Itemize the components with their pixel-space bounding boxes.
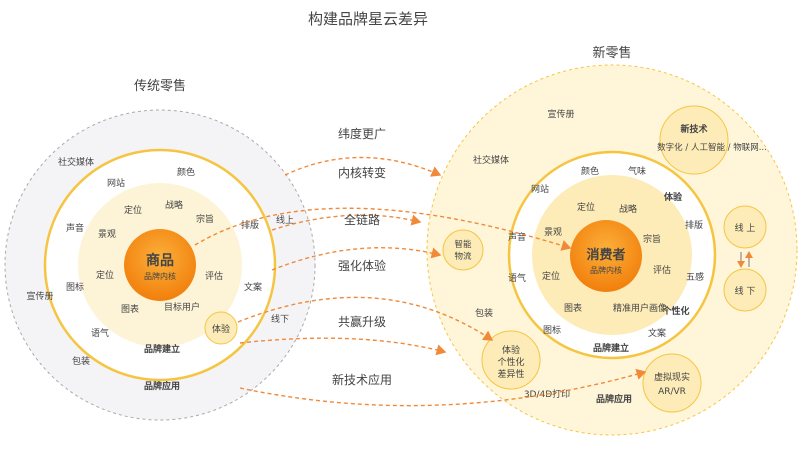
arrow-label: 纬度更广 xyxy=(338,126,386,141)
traditional-experience-label: 体验 xyxy=(212,323,230,335)
trad-ring3-label: 包装 xyxy=(72,355,90,367)
new-core-sub: 品牌内核 xyxy=(590,265,622,275)
trad-ring1-label: 图表 xyxy=(121,303,139,315)
traditional-heading: 传统零售 xyxy=(134,78,186,94)
trad-ring3-label: 宣传册 xyxy=(26,290,53,302)
trad-ring2-label: 颜色 xyxy=(177,166,195,178)
logistics-bubble xyxy=(442,229,484,271)
traditional-core-sub: 品牌内核 xyxy=(144,271,176,281)
trad-ring1-label: 景观 xyxy=(98,229,116,240)
offline-bubble xyxy=(723,268,767,312)
offline-label: 线 下 xyxy=(735,285,756,297)
new-ring1-label: 定位 xyxy=(577,201,595,213)
trad-ring1-label: 宗旨 xyxy=(196,213,214,225)
new-tech-bubble xyxy=(659,105,729,175)
traditional-build-label: 品牌建立 xyxy=(144,343,180,355)
new-ring2-label: 图标 xyxy=(543,324,561,336)
new-core xyxy=(570,220,642,292)
logistics-label: 智能 xyxy=(454,239,472,250)
new-ring2-label: 气味 xyxy=(628,165,646,177)
traditional-core-title: 商品 xyxy=(146,252,174,269)
trad-ring2-label: 图标 xyxy=(66,281,84,293)
trad-ring1-label: 定位 xyxy=(96,269,114,281)
trad-ring3-label: 线上 xyxy=(276,214,294,226)
arrow-label: 全链路 xyxy=(344,212,380,227)
traditional-experience-bubble xyxy=(204,311,238,345)
new-ring2-label: 排版 xyxy=(685,219,703,231)
online-label: 线 上 xyxy=(735,222,756,234)
differentiation-label: 个性化 xyxy=(497,356,524,368)
new-ring1-label: 评估 xyxy=(653,264,671,276)
new-core-title: 消费者 xyxy=(586,247,625,263)
new-retail-heading: 新零售 xyxy=(592,45,631,61)
new-ring2-label: 体验 xyxy=(664,191,683,203)
arrow-label: 强化体验 xyxy=(338,258,386,273)
traditional-apply-label: 品牌应用 xyxy=(144,380,180,392)
arrow-label: 内核转变 xyxy=(338,165,386,180)
new-ring2-label: 五感 xyxy=(686,271,704,283)
trad-ring2-label: 声音 xyxy=(66,222,84,234)
arrow-win-win xyxy=(237,296,494,341)
trad-ring2-label: 语气 xyxy=(91,327,109,339)
new-ring1-label: 图表 xyxy=(564,302,582,314)
page-title: 构建品牌星云差异 xyxy=(308,10,428,28)
traditional-core xyxy=(124,229,196,301)
vr-label: AR/VR xyxy=(658,387,686,397)
trad-ring2-label: 网站 xyxy=(107,177,125,189)
arrow-tech-lower xyxy=(239,368,647,407)
trad-ring3-label: 线下 xyxy=(271,313,289,325)
differentiation-label: 差异性 xyxy=(497,368,524,380)
new-tech-title: 新技术 xyxy=(680,123,707,135)
new-ring2-label: 语气 xyxy=(508,272,526,284)
new-ring3-label: 包装 xyxy=(475,307,493,319)
new-ring2-label: 个性化 xyxy=(661,305,689,317)
trad-ring1-label: 定位 xyxy=(124,204,142,216)
arrow-label: 共赢升级 xyxy=(338,314,386,329)
new-ring2-label: 声音 xyxy=(508,231,526,243)
new-ring1-label: 战略 xyxy=(619,203,637,215)
trad-ring3-label: 社交媒体 xyxy=(58,156,94,168)
arrow-full-chain xyxy=(271,214,422,231)
logistics-label: 物流 xyxy=(454,251,472,262)
new-ring1-label: 精准用户画像 xyxy=(613,302,667,314)
trad-ring1-label: 战略 xyxy=(165,199,183,211)
new-ring3-label: 宣传册 xyxy=(547,108,574,120)
new-tech-sub: 数字化 / 人工智能 / 物联网... xyxy=(657,142,767,153)
arrow-dimension xyxy=(284,156,442,177)
new-build-label: 品牌建立 xyxy=(593,342,629,354)
trad-ring1-label: 评估 xyxy=(205,270,223,282)
arrow-label: 新技术应用 xyxy=(332,372,392,387)
trad-ring2-label: 文案 xyxy=(244,281,262,293)
vr-bubble xyxy=(642,353,702,413)
new-ring2-label: 文案 xyxy=(648,327,666,339)
new-apply-label: 品牌应用 xyxy=(596,393,632,405)
new-ring1-label: 宗旨 xyxy=(643,233,661,245)
differentiation-label: 体验 xyxy=(502,344,520,356)
vr-label: 虚拟现实 xyxy=(654,371,690,383)
differentiation-bubble xyxy=(481,330,541,390)
new-ring1-label: 景观 xyxy=(544,227,562,238)
arrow-tech-upper xyxy=(239,337,447,356)
trad-ring2-label: 排版 xyxy=(241,219,259,231)
new-ring3-label: 社交媒体 xyxy=(473,154,509,166)
online-bubble xyxy=(723,205,767,249)
arrow-core-shift xyxy=(194,207,572,251)
new-ring1-label: 定位 xyxy=(542,270,560,282)
trad-ring1-label: 目标用户 xyxy=(164,301,200,313)
new-ring2-label: 网站 xyxy=(531,183,549,195)
new-ring2-label: 颜色 xyxy=(581,165,599,177)
arrow-experience xyxy=(271,247,442,271)
